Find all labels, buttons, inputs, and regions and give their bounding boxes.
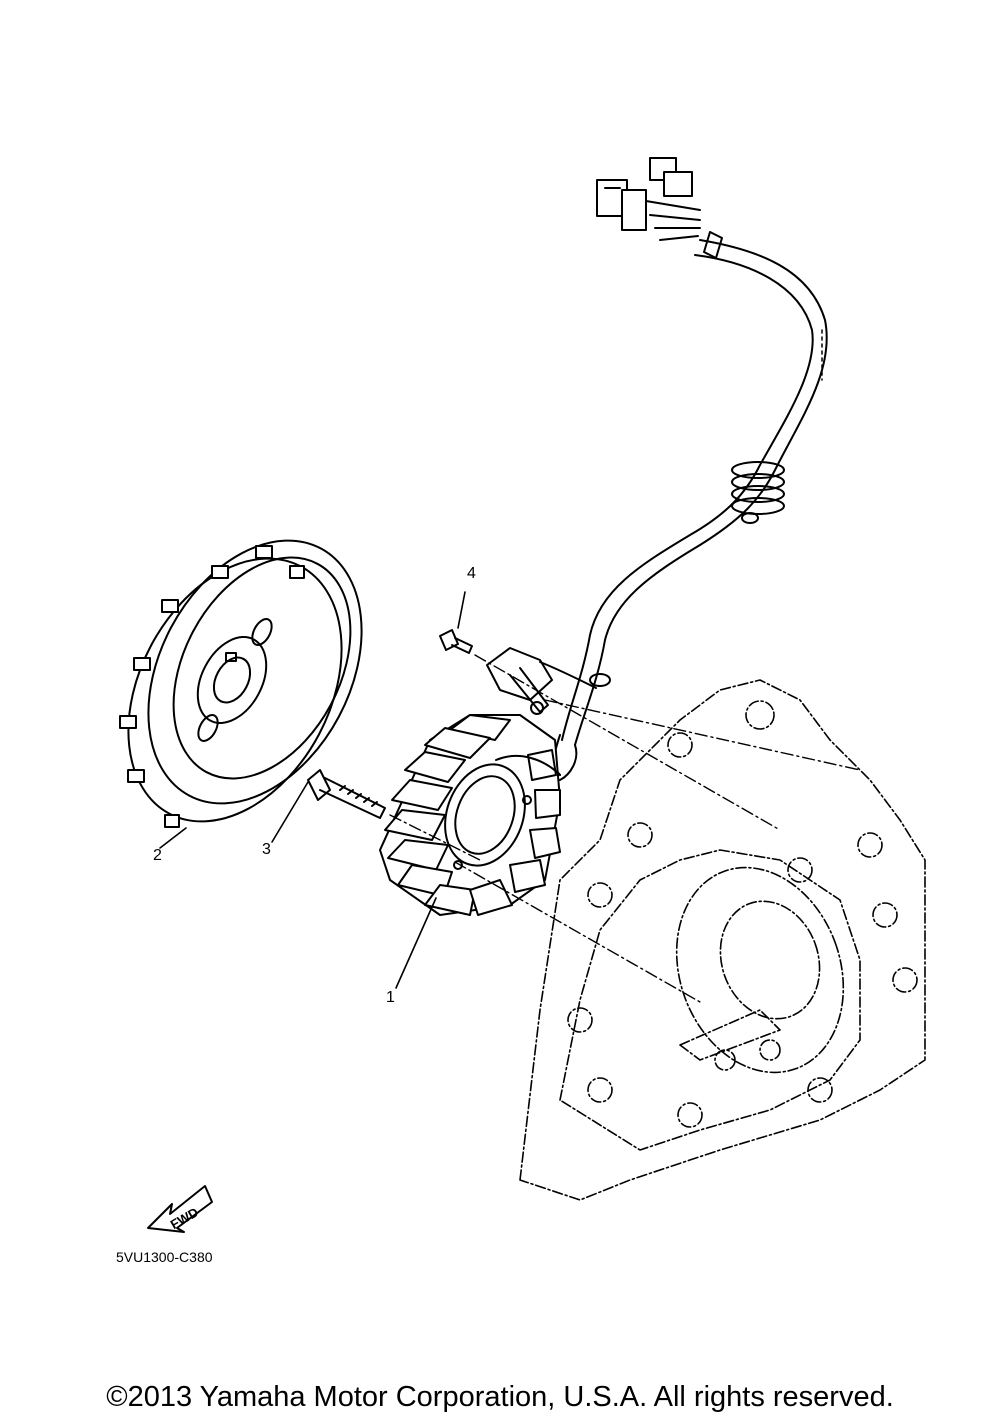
crankcase-cover [519,679,926,1201]
wire-connector [649,157,693,197]
wire-connector [596,179,647,231]
callout-part-1: 1 [386,989,395,1006]
callout-part-2: 2 [153,847,162,864]
fwd-arrow-icon: FWD [147,1185,213,1233]
rotor-magnet-tabs [119,545,305,828]
flywheel-rotor [119,539,363,828]
alignment-lines [389,654,861,1003]
pickup-coil [486,647,597,715]
wire-grommet [731,461,785,524]
callout-part-3: 3 [262,841,271,858]
stator-coil [379,714,561,916]
diagram-code: 5VU1300-C380 [116,1249,213,1265]
leader-lines [159,591,466,989]
callout-part-4: 4 [467,565,476,582]
stator-bolt [307,769,386,819]
stator-poles [384,714,561,916]
copyright-notice: ©2013 Yamaha Motor Corporation, U.S.A. A… [106,1381,894,1413]
pickup-coil-screw [439,629,473,654]
wire-harness [553,157,828,781]
